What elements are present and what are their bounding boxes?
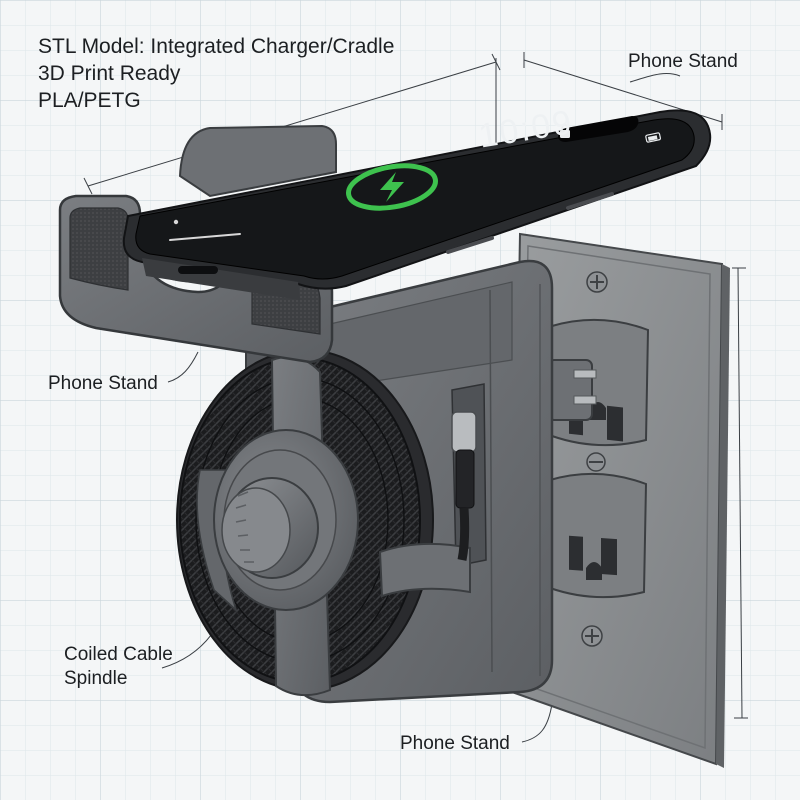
screw-icon bbox=[586, 452, 606, 472]
callout-phone-stand-top: Phone Stand bbox=[628, 51, 738, 72]
wall-plug bbox=[547, 359, 597, 421]
spindle-knob bbox=[221, 477, 319, 579]
charging-ring bbox=[346, 163, 438, 211]
lock-icon bbox=[560, 124, 570, 138]
model-subtitle-materials: PLA/PETG bbox=[38, 89, 141, 112]
battery-icon bbox=[645, 132, 661, 143]
usb-c-plug-icon bbox=[451, 411, 477, 561]
callout-phone-stand-left: Phone Stand bbox=[48, 373, 158, 394]
screw-icon bbox=[586, 271, 608, 293]
model-subtitle-print-ready: 3D Print Ready bbox=[38, 62, 181, 85]
callout-coiled-cable-line2: Spindle bbox=[64, 668, 128, 689]
lightning-bolt-icon bbox=[380, 172, 404, 202]
outlet-lower bbox=[549, 472, 648, 599]
model-title: STL Model: Integrated Charger/Cradle bbox=[38, 35, 395, 58]
callout-coiled-cable-line1: Coiled Cable bbox=[64, 644, 173, 665]
cable-clip bbox=[378, 542, 471, 598]
callout-phone-stand-bottom: Phone Stand bbox=[400, 733, 510, 754]
screw-icon bbox=[581, 625, 603, 647]
